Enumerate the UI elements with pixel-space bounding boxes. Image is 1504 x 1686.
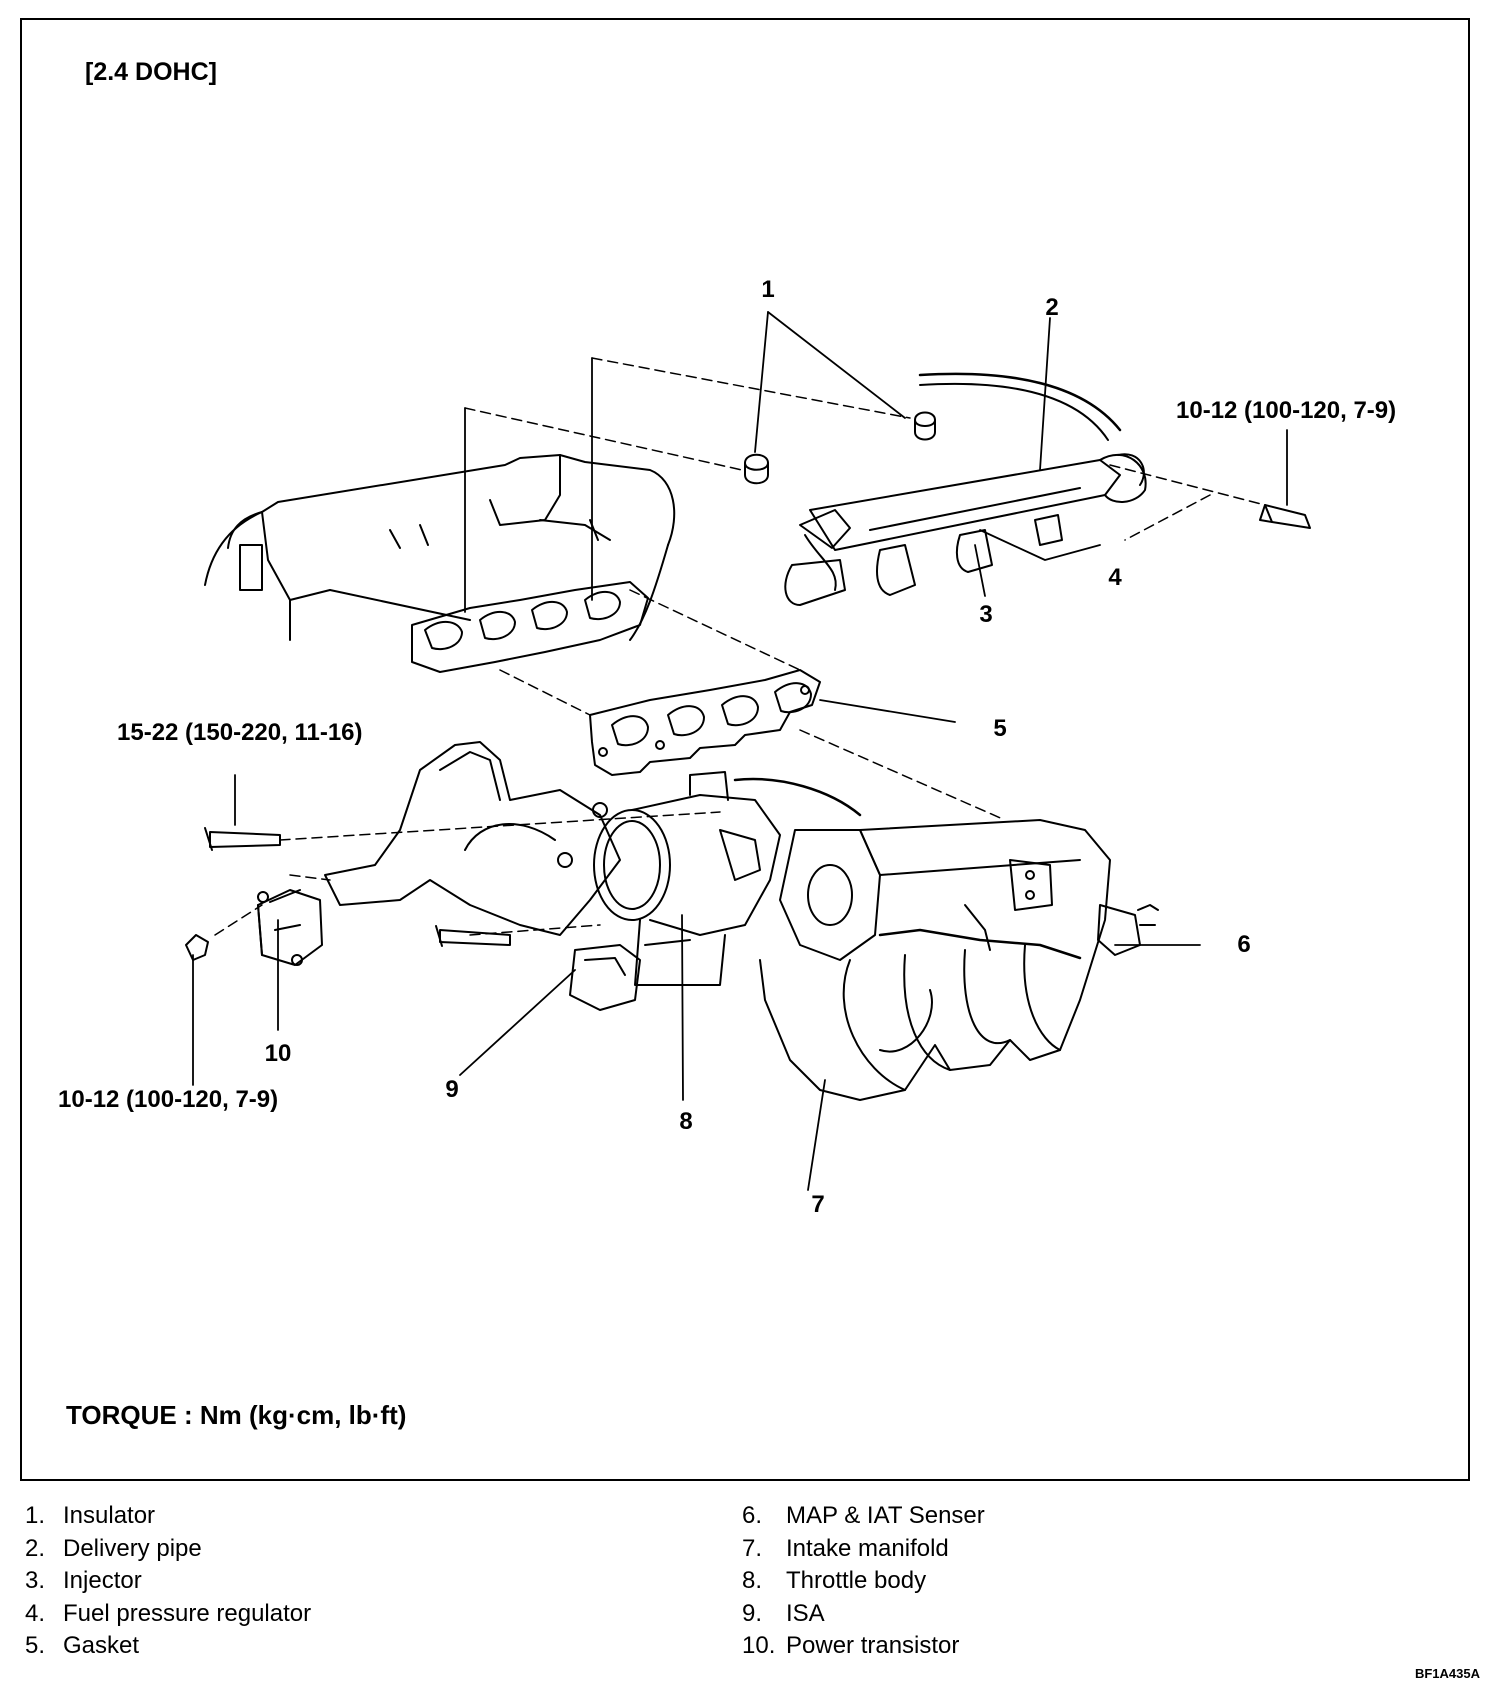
figure-code: BF1A435A [1414, 1666, 1480, 1681]
diagram-title: [2.4 DOHC] [85, 58, 217, 86]
callout-2: 2 [1045, 294, 1059, 321]
cylinder-head-outline [204, 454, 676, 641]
insulator-parts [744, 411, 936, 485]
throttle-body-assembly [185, 741, 862, 1011]
guide-lines [214, 357, 1266, 936]
torque-spec-delivery-pipe: 10-12 (100-120, 7-9) [1176, 397, 1397, 424]
legend-item: 3.Injector [25, 1567, 142, 1594]
legend-item: 9.ISA [742, 1599, 825, 1627]
legend-item: 1.Insulator [25, 1502, 156, 1529]
torque-units-note: TORQUE : Nm (kg·cm, lb·ft) [66, 1400, 407, 1430]
legend-item: 2.Delivery pipe [25, 1534, 202, 1562]
callout-1: 1 [761, 276, 775, 303]
head-gasket-ports [411, 581, 649, 673]
legend-item: 4.Fuel pressure regulator [25, 1599, 312, 1627]
callout-5: 5 [993, 715, 1007, 742]
parts-legend-right: 6.MAP & IAT Senser 7.Intake manifold 8.T… [742, 1500, 985, 1663]
delivery-pipe-assembly [784, 372, 1311, 606]
legend-item: 5.Gasket [25, 1632, 140, 1659]
callout-8: 8 [679, 1108, 693, 1135]
callout-9: 9 [445, 1076, 459, 1103]
legend-item: 8.Throttle body [742, 1567, 927, 1594]
parts-legend-left: 1.Insulator 2.Delivery pipe 3.Injector 4… [25, 1500, 311, 1663]
legend-item: 6.MAP & IAT Senser [742, 1502, 985, 1529]
callout-10: 10 [264, 1040, 292, 1067]
intake-manifold-part [759, 819, 1159, 1101]
leader-lines [192, 311, 1288, 1191]
callout-3: 3 [979, 601, 993, 628]
legend-item: 7.Intake manifold [742, 1534, 949, 1562]
callout-4: 4 [1108, 564, 1122, 591]
callout-6: 6 [1237, 931, 1251, 958]
diagram-frame [20, 18, 1470, 1481]
intake-gasket [589, 669, 821, 776]
callout-7: 7 [811, 1191, 825, 1218]
power-transistor-part [257, 889, 323, 966]
torque-spec-power-transistor: 10-12 (100-120, 7-9) [58, 1086, 279, 1113]
legend-item: 10.Power transistor [742, 1632, 960, 1659]
torque-spec-throttle-body: 15-22 (150-220, 11-16) [117, 719, 363, 746]
